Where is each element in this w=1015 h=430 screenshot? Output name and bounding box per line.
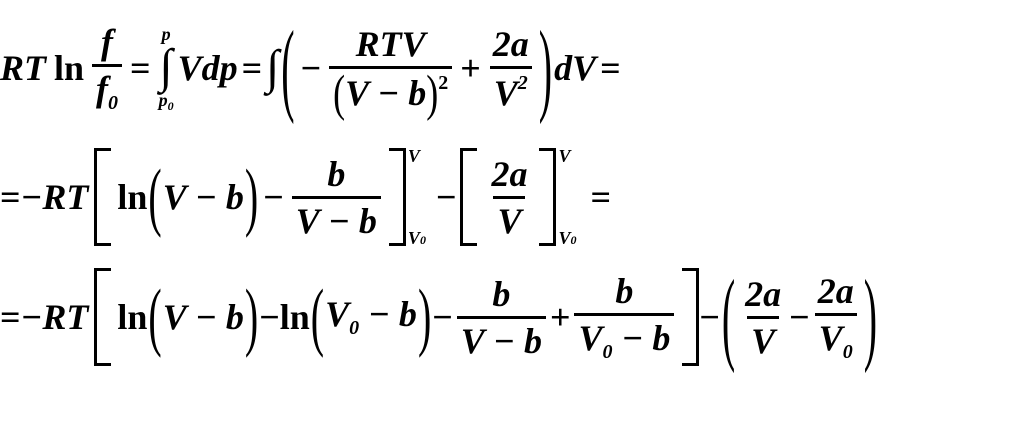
- indefinite-integral: ∫: [266, 41, 280, 94]
- minus-sign-2: −: [435, 177, 457, 217]
- integral-upper-limit: p: [161, 23, 171, 44]
- left-paren: (: [281, 8, 295, 126]
- plus-sign: +: [549, 297, 571, 337]
- numerator-b: b: [327, 153, 346, 194]
- numerator-f: f: [101, 21, 114, 62]
- upper-limit: V: [407, 146, 420, 166]
- v0-minus-b: V0 − b: [325, 294, 417, 339]
- equals-sign-2: =: [241, 48, 263, 88]
- integral-sign: ∫: [159, 39, 173, 93]
- denominator-f0: f0: [92, 63, 123, 113]
- fraction-f-over-f0: f f0: [92, 21, 123, 113]
- fraction-2a-over-v2: 2a V2: [489, 26, 533, 111]
- minus-sign-4: −: [789, 297, 810, 337]
- ln-operator-1: ln: [117, 297, 148, 337]
- left-bracket: [94, 268, 112, 366]
- vdp-term: Vdp: [177, 48, 238, 88]
- denominator-v-minus-b: V − b: [291, 195, 381, 239]
- left-paren-2: (: [310, 273, 325, 359]
- numerator-2a: 2a: [491, 153, 528, 194]
- denominator-v0: V0: [814, 312, 857, 362]
- minus-rt-term: −RT: [20, 177, 89, 217]
- plus-sign: +: [460, 48, 481, 88]
- denominator-v-minus-b-squared: (V − b)2: [329, 65, 453, 118]
- minus-sign-2: −: [432, 297, 453, 337]
- minus-rt-term: −RT: [20, 297, 89, 337]
- left-paren-3: (: [721, 257, 736, 375]
- fraction-b-over-v0-minus-b: b V0 − b: [574, 270, 675, 362]
- numerator-2a-1: 2a: [745, 273, 782, 314]
- equals-sign: =: [130, 48, 151, 88]
- denominator-v: V: [747, 315, 780, 359]
- denominator-v: V: [493, 195, 526, 239]
- denominator-v-squared: V2: [489, 65, 532, 111]
- ln-operator: ln: [117, 177, 148, 217]
- right-bracket: [388, 148, 406, 246]
- upper-limit-2: V: [558, 146, 571, 166]
- definite-integral: p ∫ p0: [159, 25, 174, 112]
- equation-line-3: = −RT ln ( V − b ) − ln ( V0 − b ) − b V…: [0, 262, 879, 372]
- evaluation-limits: V V0: [408, 147, 426, 247]
- equals-sign-2: =: [590, 177, 611, 217]
- fraction-2a-over-v0: 2a V0: [814, 273, 858, 362]
- numerator-rtv: RTV: [355, 23, 426, 64]
- right-bracket: [682, 268, 700, 366]
- v-minus-b: V − b: [162, 177, 244, 217]
- minus-sign: −: [263, 177, 284, 217]
- equation-line-1: RT ln f f0 = p ∫ p0 Vdp = ∫ ( − RTV (V −…: [0, 8, 625, 128]
- ln-operator: ln: [54, 48, 85, 88]
- numerator-b-2: b: [615, 270, 634, 311]
- rt-term: RT: [0, 48, 47, 88]
- lower-limit: V0: [407, 228, 426, 248]
- lower-limit-2: V0: [558, 228, 577, 248]
- denominator-v-minus-b: V − b: [456, 315, 546, 359]
- left-paren-1: (: [148, 273, 162, 359]
- ln-operator-2: ln: [279, 297, 310, 337]
- minus-sign-1: −: [259, 297, 280, 337]
- left-paren: (: [148, 153, 162, 239]
- equals-sign: =: [0, 297, 21, 337]
- fraction-b-over-v-minus-b: b V − b: [291, 153, 381, 239]
- evaluation-limits-2: V V0: [558, 147, 576, 247]
- fraction-b-over-v-minus-b: b V − b: [456, 273, 546, 359]
- left-bracket: [94, 148, 112, 246]
- right-bracket-2: [539, 148, 557, 246]
- fraction-rtv: RTV (V − b)2: [329, 23, 453, 118]
- numerator-2a-2: 2a: [817, 270, 854, 311]
- numerator-b-1: b: [492, 273, 511, 314]
- minus-sign: −: [300, 48, 322, 88]
- numerator-2a: 2a: [492, 23, 529, 64]
- right-paren-1: ): [244, 273, 259, 359]
- denominator-v0-minus-b: V0 − b: [574, 312, 675, 362]
- equals-sign-3: =: [600, 48, 621, 88]
- integral-lower-limit: p0: [158, 89, 174, 113]
- right-paren-3: ): [863, 257, 878, 375]
- minus-sign-3: −: [699, 297, 720, 337]
- right-paren-2: ): [417, 273, 432, 359]
- fraction-2a-over-v: 2a V: [487, 156, 531, 239]
- right-paren: ): [538, 8, 553, 126]
- left-bracket-2: [460, 148, 478, 246]
- dv-term: dV: [554, 48, 597, 88]
- equation-line-2: = −RT ln ( V − b ) − b V − b V V0 − 2a V…: [0, 142, 615, 252]
- fraction-2a-over-v: 2a V: [741, 276, 785, 359]
- v-minus-b: V − b: [162, 297, 244, 337]
- equals-sign: =: [0, 177, 21, 217]
- right-paren: ): [244, 153, 259, 239]
